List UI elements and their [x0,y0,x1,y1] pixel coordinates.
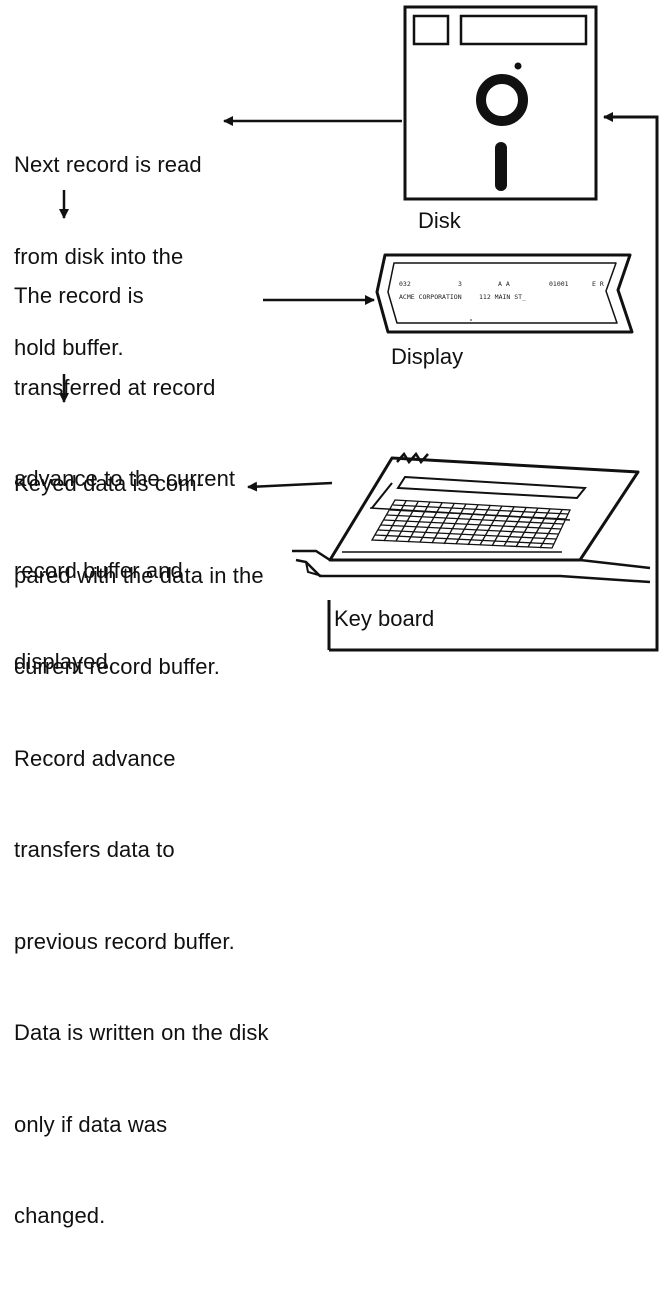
step1-line: Next record is read [14,152,202,177]
step2-line: advance to the current [14,466,236,491]
diagram-stage: 032 3 A A 01001 E R ACME CORPORATION 112… [14,5,659,1228]
step3-line: pared with the data in the [14,562,264,588]
display-screen-text: 032 3 A A 01001 E R ACME CORPORATION 112… [399,280,604,301]
disk-icon [403,5,598,201]
display-icon [375,253,634,334]
step3-line: transfers data to [14,837,175,862]
step3-line: changed. [14,1203,106,1228]
step3-line: Data is written on the disk [14,1020,269,1045]
step3-line: Record advance [14,745,176,771]
step2-line: displayed. [14,649,115,674]
loop-connector [329,112,659,652]
diagram-graphics: 032 3 A A 01001 E R ACME CORPORATION 112… [59,5,659,652]
keyboard-label: Key board [334,606,435,631]
step3-line: Keyed data is com- [14,471,205,496]
step3-line: only if data was [14,1111,168,1137]
display-label: Display [391,344,464,369]
screen-line1-field1: 032 [399,280,411,288]
disk-label: Disk [418,208,461,233]
step3-line: previous record buffer. [14,928,235,954]
screen-line2-field1: ACME CORPORATION [399,293,462,301]
step2-line: The record is [14,283,144,308]
screen-line1-field5: E R [592,280,604,288]
step2-line: transferred at record [14,374,216,400]
step1-line: hold buffer. [14,335,124,360]
screen-line2-field2: 112 MAIN ST_ [479,293,526,301]
step1-line: from disk into the [14,243,184,269]
step1-text: Next record is read from disk into the h… [14,89,202,425]
screen-line1-field3: A A [498,280,510,288]
step2-line: record buffer and [14,557,183,583]
arrow-keyboard-to-text [247,481,333,492]
step2-text: The record is transferred at record adva… [14,220,235,739]
step3-line: current record buffer. [14,654,221,679]
screen-line1-field2: 3 [458,280,462,288]
screen-line1-field4: 01001 [549,280,569,288]
step3-text: Keyed data is com- pared with the data i… [14,408,269,1293]
keyboard-icon [292,451,651,584]
